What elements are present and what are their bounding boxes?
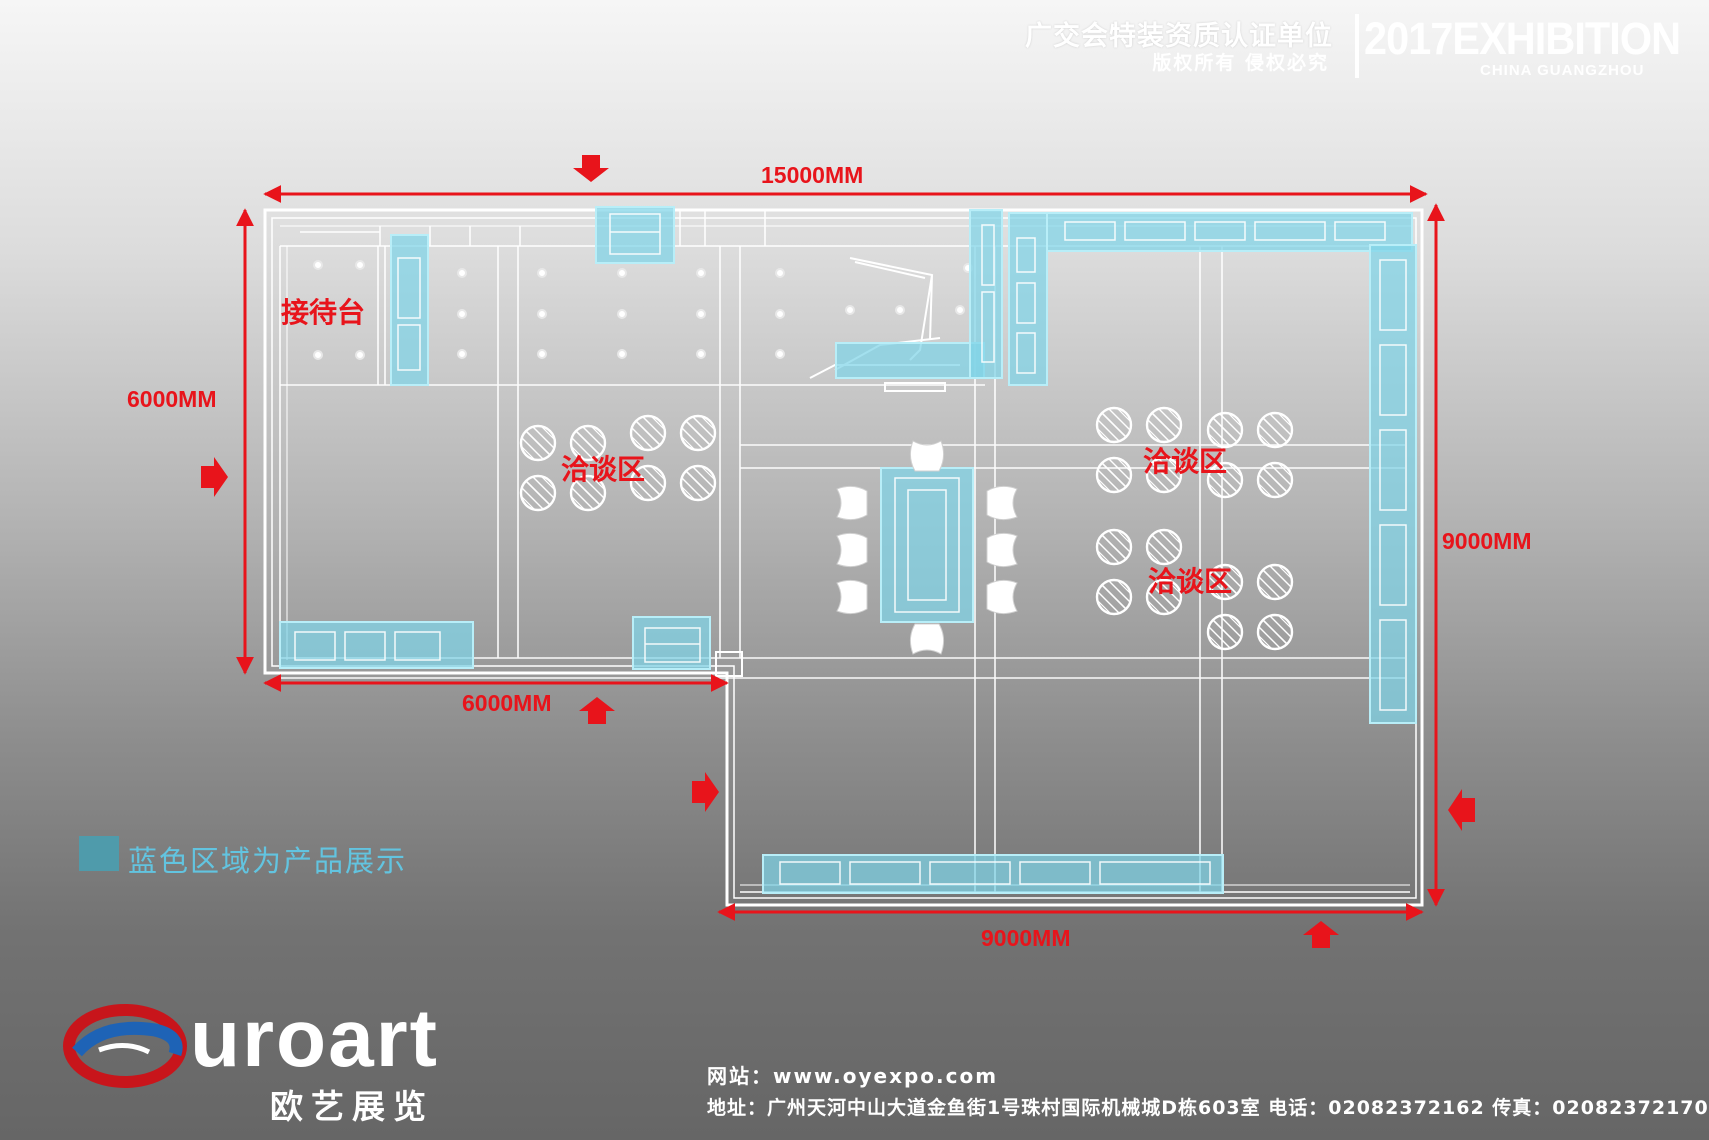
entrance-arrow-bottom-right-icon [1303,921,1339,948]
display-bottom-right [762,854,1224,894]
display-areas [279,206,1417,894]
footer-website: 网站：www.oyexpo.com [707,1064,999,1088]
display-column-1 [969,209,1003,379]
entrance-arrow-right-icon [1448,789,1475,831]
entrance-arrow-bottom-left-icon [579,697,615,724]
zone-negotiation-3-label: 洽谈区 [1148,565,1233,598]
logo-swirl-icon [63,1004,187,1088]
logo-wordmark: uroart [190,993,439,1084]
entrance-arrow-top-icon [573,155,609,182]
entrance-arrow-left-icon [201,457,228,497]
spotlight-icons [313,260,973,360]
entrance-arrow-mid-left-icon [692,772,719,812]
display-top-right [1046,212,1413,252]
display-reception-side [390,234,429,386]
entrance-arrow-icons [201,155,1475,948]
display-bottom-left-1 [279,621,474,669]
dim-right-label: 9000MM [1442,528,1532,554]
footer-address: 地址：广州天河中山大道金鱼街1号珠村国际机械城D栋603室 电话：0208237… [707,1097,1709,1119]
dim-left-label: 6000MM [127,386,217,412]
dim-top-label: 15000MM [761,162,864,188]
zone-negotiation-1-label: 洽谈区 [561,453,646,486]
header-rights: 版权所有 侵权必究 [1152,52,1329,74]
display-column-2 [1008,212,1048,386]
logo-cn: 欧艺展览 [270,1087,434,1126]
header-divider [1355,14,1359,78]
display-details [294,213,1407,885]
dim-bottom-left-label: 6000MM [462,690,552,716]
zone-negotiation-2-label: 洽谈区 [1143,445,1228,478]
legend-text: 蓝色区域为产品展示 [128,844,408,878]
header-location: CHINA GUANGZHOU [1480,62,1645,79]
dim-bottom-right-label: 9000MM [981,925,1071,951]
display-reception-bar [835,342,985,379]
display-bottom-left-2 [632,616,711,670]
header-year: 2017EXHIBITION [1364,13,1681,64]
display-meeting-table [880,467,974,623]
dimension-lines [236,185,1445,921]
zone-reception-label: 接待台 [281,296,366,329]
header-title: 广交会特装资质认证单位 [1025,21,1333,52]
legend-swatch [79,836,119,871]
display-right-wall [1369,244,1417,724]
